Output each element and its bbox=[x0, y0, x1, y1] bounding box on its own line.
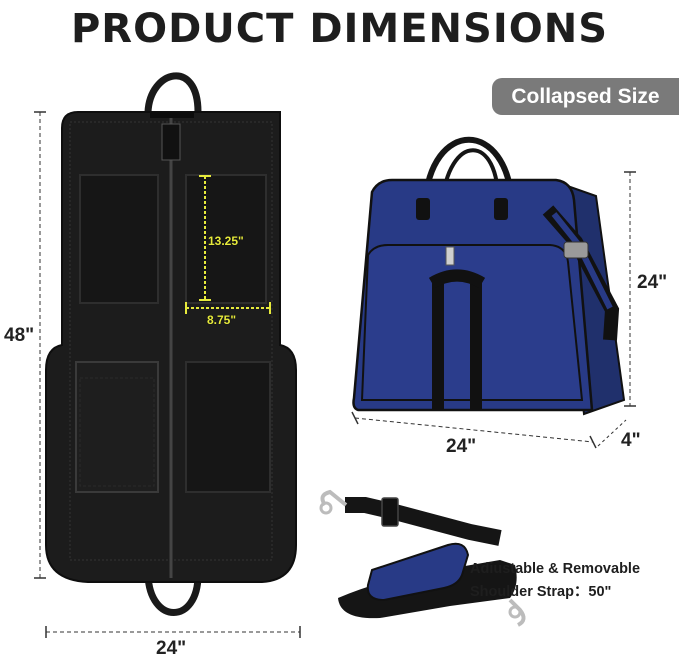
garment-bag-image bbox=[45, 72, 297, 616]
shoulder-strap-image bbox=[319, 489, 526, 627]
collapsed-depth-line bbox=[597, 419, 627, 447]
collapsed-depth-label: 4" bbox=[621, 430, 641, 451]
strap-line-2: Shoulder Strap：50" bbox=[470, 584, 612, 600]
page-title: PRODUCT DIMENSIONS bbox=[70, 6, 609, 52]
collapsed-width-line bbox=[354, 417, 594, 443]
garment-width-label: 24" bbox=[156, 638, 187, 659]
pocket-height-label: 13.25" bbox=[208, 234, 244, 248]
strap-description: Adiustable & Removable Shoulder Strap：50… bbox=[470, 558, 675, 604]
collapsed-height-label: 24" bbox=[637, 272, 668, 293]
collapsed-size-badge: Collapsed Size bbox=[492, 78, 679, 115]
pocket-width-label: 8.75" bbox=[207, 313, 237, 327]
garment-height-label: 48" bbox=[4, 325, 35, 346]
collapsed-bag-image bbox=[352, 136, 626, 416]
collapsed-width-label: 24" bbox=[446, 436, 477, 457]
strap-line-1: Adiustable & Removable bbox=[470, 561, 641, 577]
